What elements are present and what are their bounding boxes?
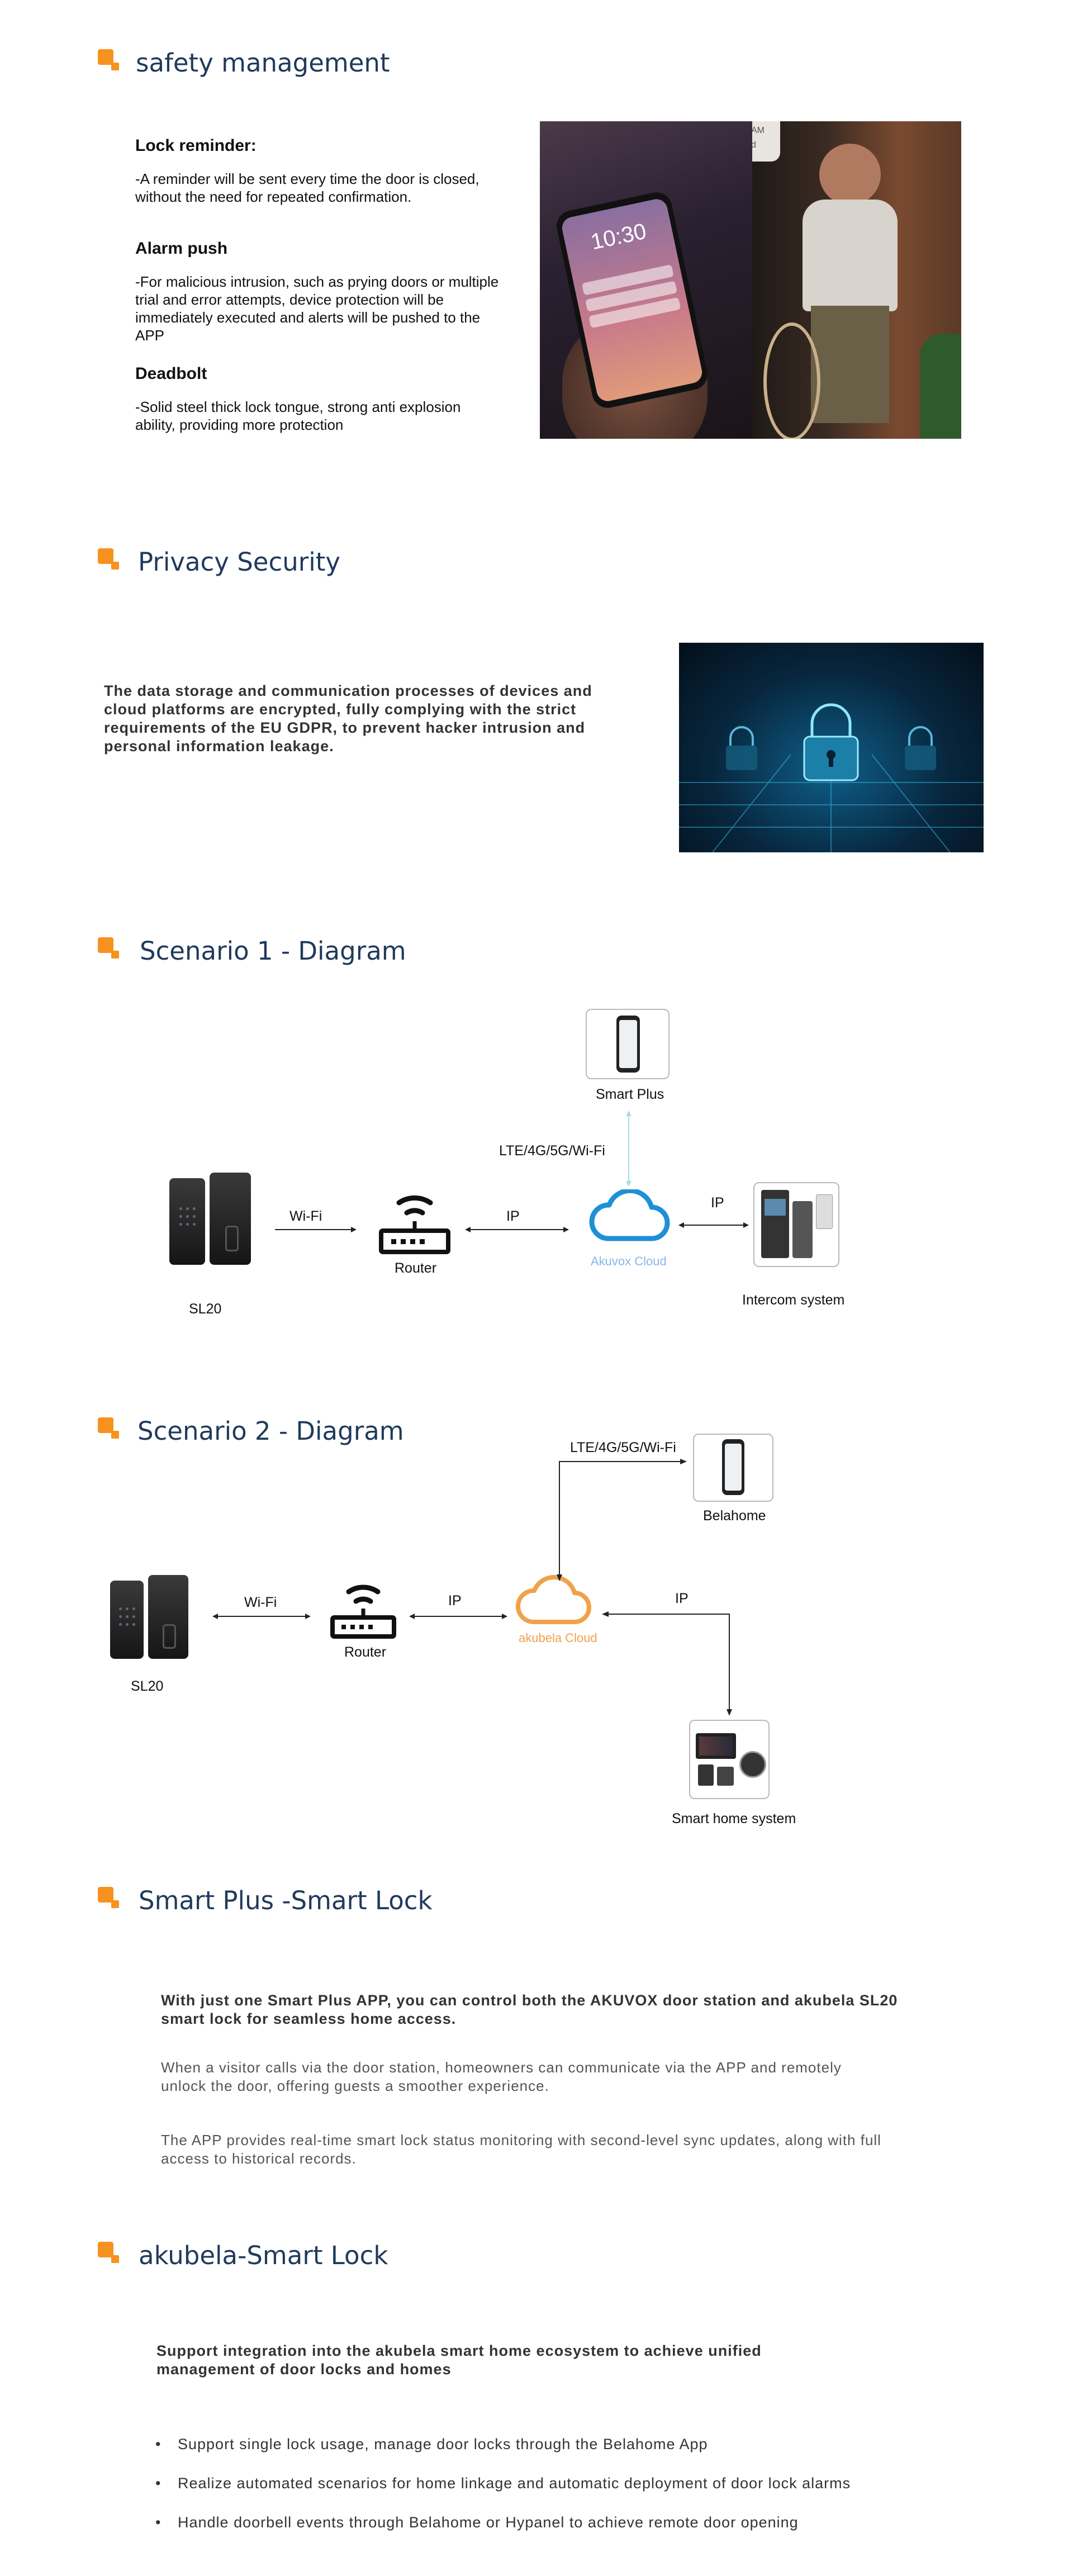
section-marker-icon (98, 2242, 119, 2263)
wifi-arrow (212, 1614, 311, 1619)
cellular-link-line (557, 1459, 687, 1581)
wifi-label: Wi-Fi (289, 1208, 322, 1224)
section-title-safety: safety management (136, 48, 390, 78)
section-marker-icon (98, 937, 119, 959)
sl20-label: SL20 (131, 1678, 164, 1694)
wifi-label: Wi-Fi (244, 1595, 277, 1610)
section-marker-icon (98, 548, 119, 570)
sl20-lock-device (169, 1173, 253, 1265)
ip-label-2: IP (675, 1591, 689, 1606)
cellular-link-line (626, 1111, 632, 1187)
section-title-smartplus: Smart Plus -Smart Lock (139, 1886, 433, 1915)
ip-label-1: IP (506, 1208, 520, 1224)
notification-bubble: AM d (752, 121, 780, 162)
wifi-arrow (275, 1227, 357, 1232)
section-marker-icon (98, 1417, 119, 1439)
intercom-panel-icon (761, 1190, 789, 1258)
cellular-label: LTE/4G/5G/Wi-Fi (570, 1440, 676, 1455)
belahome-label: Belahome (703, 1508, 766, 1524)
person-figure (819, 144, 881, 205)
ip-arrow-2 (678, 1222, 749, 1228)
control-panel-icon (696, 1733, 736, 1759)
smart-plus-label: Smart Plus (596, 1087, 664, 1102)
section-title-privacy: Privacy Security (138, 547, 341, 577)
section-title-scenario2: Scenario 2 - Diagram (137, 1416, 404, 1446)
alarm-push-heading: Alarm push (135, 239, 228, 258)
lock-reminder-heading: Lock reminder: (135, 136, 257, 155)
padlock-network-image (679, 643, 984, 852)
deadbolt-text: -Solid steel thick lock tongue, strong a… (135, 399, 461, 433)
router-label: Router (344, 1644, 387, 1660)
section-title-scenario1: Scenario 1 - Diagram (140, 936, 406, 966)
man-with-bike-photo: AM d (752, 121, 961, 439)
ip-arrow-1 (465, 1227, 569, 1232)
akuvox-cloud-icon (589, 1189, 670, 1241)
lock-reminder-text: -A reminder will be sent every time the … (135, 170, 479, 205)
list-item: Support single lock usage, manage door l… (155, 2436, 994, 2453)
belahome-phone-box (693, 1434, 773, 1502)
router-icon (379, 1195, 450, 1254)
section-marker-icon (98, 1887, 119, 1908)
ip-label-2: IP (711, 1195, 724, 1211)
smartplus-para-2: The APP provides real-time smart lock st… (161, 2132, 881, 2167)
router-icon (330, 1584, 396, 1639)
safety-text-block: Lock reminder: -A reminder will be sent … (135, 136, 504, 434)
smartplus-lead: With just one Smart Plus APP, you can co… (161, 1992, 898, 2027)
ip-label-1: IP (448, 1593, 462, 1609)
section-title-akubela: akubela-Smart Lock (139, 2241, 388, 2270)
intercom-label: Intercom system (742, 1292, 845, 1308)
section-marker-icon (98, 49, 119, 70)
router-label: Router (395, 1260, 437, 1276)
intercom-system-box (753, 1182, 839, 1267)
deadbolt-heading: Deadbolt (135, 364, 207, 383)
list-item: Handle doorbell events through Belahome … (155, 2514, 994, 2531)
sl20-lock-device (110, 1575, 191, 1659)
akuvox-cloud-label: Akuvox Cloud (591, 1254, 667, 1268)
padlock-icon (679, 703, 984, 852)
akubela-cloud-icon (516, 1575, 591, 1624)
smartphone-icon (722, 1439, 744, 1495)
akubela-lead: Support integration into the akubela sma… (156, 2342, 762, 2378)
smartphone-icon (616, 1016, 640, 1073)
list-item: Realize automated scenarios for home lin… (155, 2475, 994, 2492)
ip-arrow-2 (602, 1611, 732, 1716)
privacy-text: The data storage and communication proce… (104, 682, 592, 755)
smart-home-system-box (689, 1720, 770, 1799)
sl20-label: SL20 (189, 1301, 222, 1317)
smart-plus-phone-box (586, 1009, 670, 1079)
akubela-cloud-label: akubela Cloud (519, 1631, 597, 1645)
bicycle-wheel (763, 322, 820, 439)
smart-home-label: Smart home system (672, 1811, 796, 1827)
akubela-feature-list: Support single lock usage, manage door l… (155, 2436, 994, 2553)
ip-arrow-1 (409, 1614, 507, 1619)
alarm-push-text: -For malicious intrusion, such as prying… (135, 273, 499, 344)
cellular-label: LTE/4G/5G/Wi-Fi (499, 1143, 605, 1159)
phone-notification-photo: 10:30 (540, 121, 752, 439)
smartplus-para-1: When a visitor calls via the door statio… (161, 2059, 842, 2094)
phone-clock: 10:30 (588, 219, 649, 255)
